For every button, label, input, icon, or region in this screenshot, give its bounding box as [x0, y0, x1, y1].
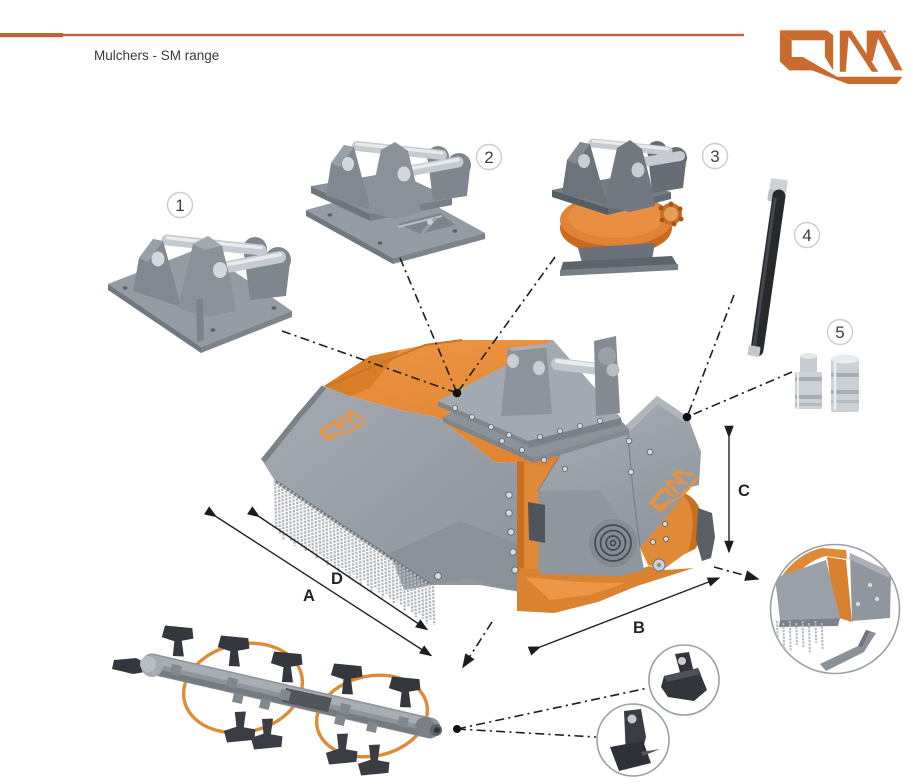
- svg-text:4: 4: [802, 226, 811, 245]
- svg-text:5: 5: [835, 323, 844, 342]
- svg-text:3: 3: [710, 147, 719, 166]
- svg-text:B: B: [633, 619, 645, 637]
- svg-text:A: A: [303, 587, 315, 605]
- svg-text:C: C: [738, 482, 750, 500]
- svg-text:D: D: [331, 570, 343, 588]
- svg-text:2: 2: [484, 148, 493, 167]
- svg-text:1: 1: [175, 196, 184, 215]
- svg-text:Mulchers - SM range: Mulchers - SM range: [94, 48, 219, 63]
